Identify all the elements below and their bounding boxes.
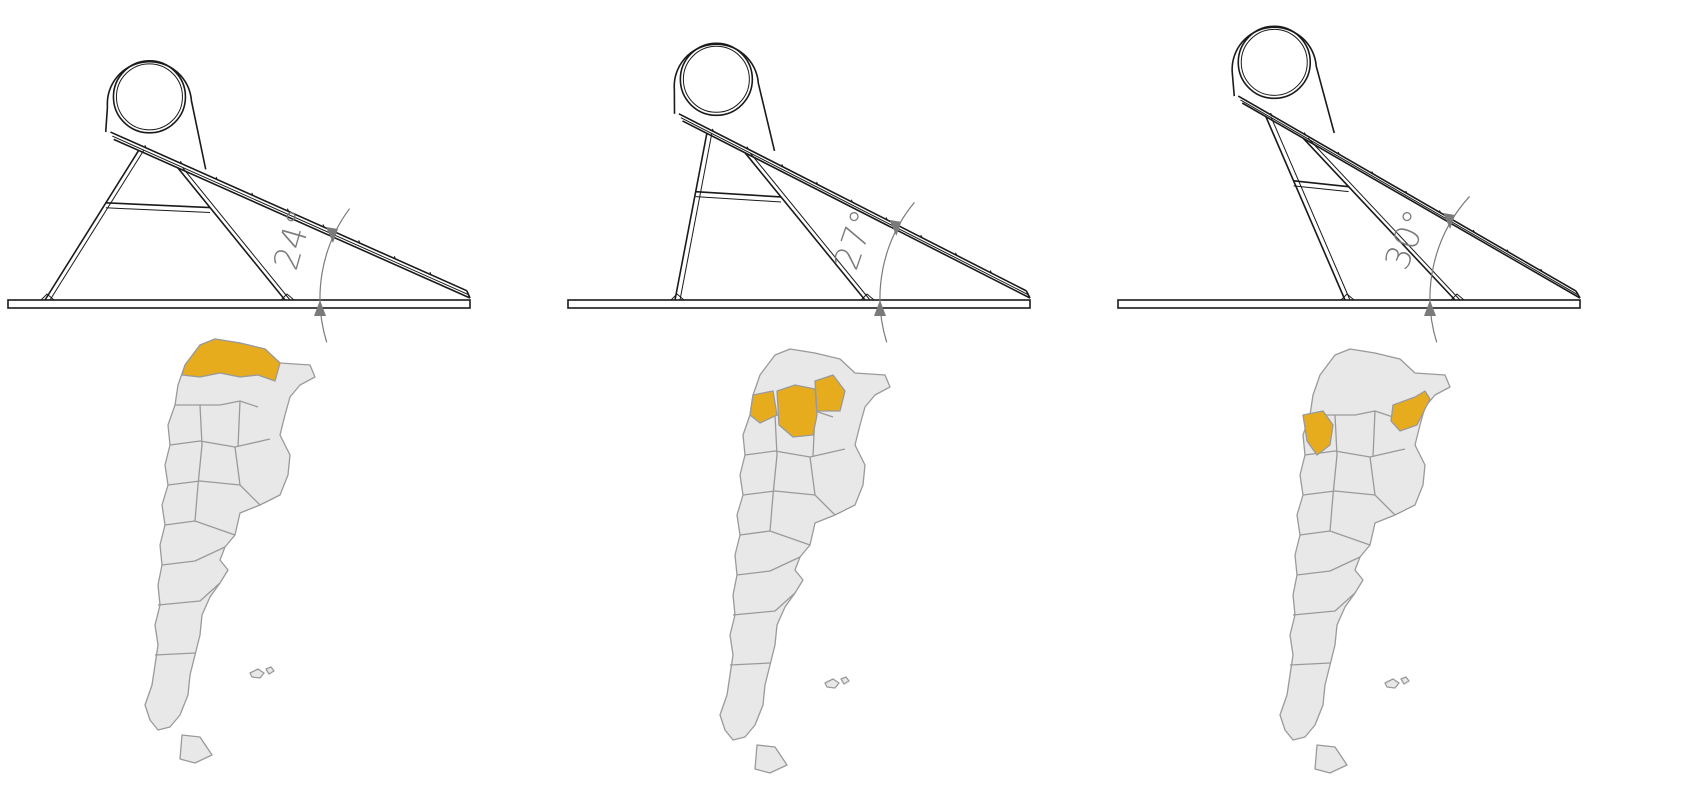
- argentina-map: [719, 348, 891, 774]
- collector-panel: [678, 113, 1031, 299]
- angle-label: 27°: [827, 205, 884, 275]
- highlighted-province: [814, 374, 846, 412]
- argentina-map: [1279, 348, 1451, 774]
- support-legs: [39, 150, 296, 301]
- tilt-angle-indicator: 27°: [827, 201, 915, 343]
- tilt-angle-indicator: 24°: [266, 206, 351, 343]
- highlighted-province: [776, 384, 818, 438]
- ground-base: [1117, 299, 1581, 309]
- panel-2: 27°: [567, 42, 1031, 774]
- highlighted-province: [749, 390, 778, 424]
- collector-panel: [1237, 95, 1581, 299]
- ground-base: [7, 299, 471, 309]
- arrow-icon: [1424, 300, 1436, 316]
- arrow-icon: [889, 219, 902, 236]
- country-outline: [144, 338, 316, 731]
- arrow-icon: [874, 300, 886, 316]
- tierra-del-fuego: [1314, 744, 1348, 774]
- ground-base: [567, 299, 1031, 309]
- country-outline: [719, 348, 891, 741]
- tierra-del-fuego: [179, 734, 213, 764]
- argentina-map: [144, 338, 316, 764]
- panel-3: 30°: [1117, 25, 1581, 774]
- water-tank: [104, 60, 207, 170]
- angle-label: 30°: [1377, 205, 1437, 276]
- highlighted-province: [181, 338, 281, 382]
- arrow-icon: [325, 226, 338, 243]
- arrow-icon: [314, 300, 326, 316]
- tilt-angle-indicator: 30°: [1377, 196, 1471, 343]
- arrow-icon: [1443, 213, 1456, 229]
- panel-1: 24°: [7, 60, 471, 764]
- malvinas-islands: [249, 666, 275, 679]
- angle-label: 24°: [266, 206, 321, 275]
- support-legs: [669, 133, 876, 301]
- water-tank: [673, 42, 776, 152]
- solar-heater-drawing: [7, 60, 471, 309]
- water-tank: [1231, 25, 1336, 134]
- malvinas-islands: [824, 676, 850, 689]
- support-legs: [1265, 116, 1466, 301]
- solar-heater-drawing: [1117, 25, 1581, 309]
- collector-panel: [110, 131, 471, 299]
- solar-heater-drawing: [567, 42, 1031, 309]
- highlighted-province: [1302, 410, 1334, 456]
- highlighted-province: [1390, 390, 1431, 432]
- malvinas-islands: [1384, 676, 1410, 689]
- tierra-del-fuego: [754, 744, 788, 774]
